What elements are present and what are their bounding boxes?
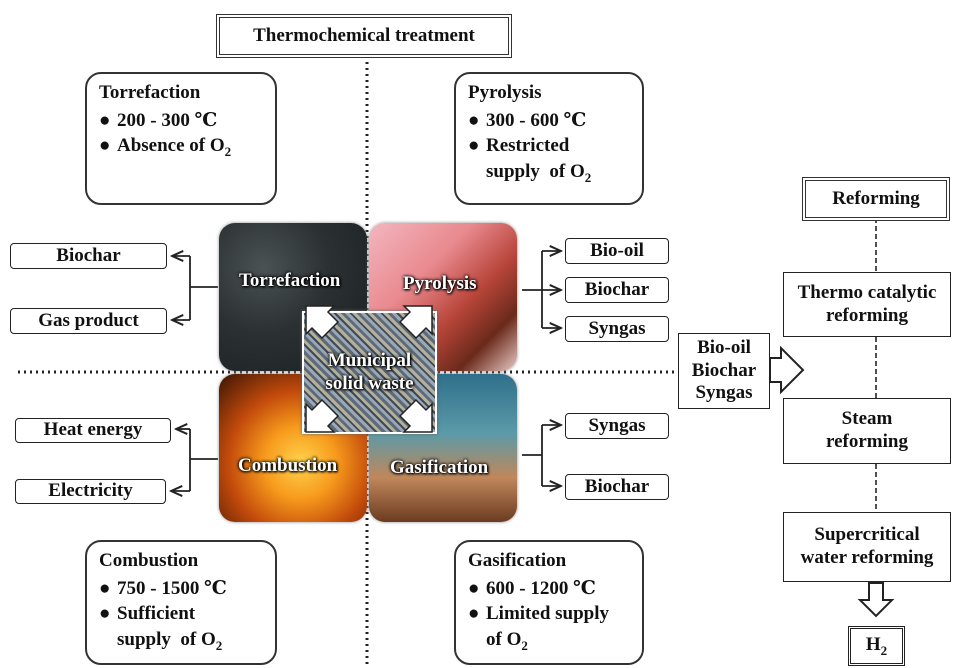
step-line2: reforming <box>826 431 908 452</box>
gasification-card: Gasification ● 600 - 1200 ℃ ● Limited supp… <box>454 540 644 665</box>
product-pyrolysis-3: Syngas <box>565 316 669 342</box>
product-combustion-2: Electricity <box>15 479 166 504</box>
pyrolysis-label: Pyrolysis <box>403 273 477 294</box>
arrow-to-gasification-icon <box>398 398 433 433</box>
arrow-to-torrefaction-icon <box>305 305 340 340</box>
arrow-to-combustion-icon <box>305 398 340 433</box>
product-gasification-1: Syngas <box>565 413 669 439</box>
temperature-range: 300 - 600 ℃ <box>486 109 587 131</box>
oxygen-condition: Limited supply <box>486 603 610 625</box>
step-line1: Steam <box>841 408 893 430</box>
product-gasification-2: Biochar <box>565 474 669 500</box>
bullet: ● <box>468 577 480 599</box>
to-reforming-arrow <box>769 345 805 395</box>
torrefaction-label: Torrefaction <box>239 270 341 291</box>
center-label-line1: Municipal <box>327 349 412 371</box>
bullet: ● <box>468 135 480 157</box>
card-title: Pyrolysis <box>468 82 542 103</box>
bullet: ● <box>99 577 111 599</box>
arrow-to-pyrolysis-icon <box>398 305 433 340</box>
gasification-label: Gasification <box>390 457 489 478</box>
card-title: Torrefaction <box>99 82 201 103</box>
temperature-range: 600 - 1200 ℃ <box>486 577 596 599</box>
combined-product-3: Syngas <box>695 382 753 404</box>
combined-products-box: Bio-oil Biochar Syngas <box>678 333 770 409</box>
temperature-range: 200 - 300 ℃ <box>117 109 218 131</box>
combustion-card: Combustion ● 750 - 1500 ℃ ● Sufficient sup… <box>85 540 277 665</box>
pyrolysis-card: Pyrolysis ● 300 - 600 ℃ ● Restricted suppl… <box>454 72 644 205</box>
card-title: Gasification <box>468 550 567 571</box>
oxygen-condition: Restricted <box>486 135 570 157</box>
torrefaction-card: Torrefaction ● 200 - 300 ℃ ● Absence of O2 <box>85 72 277 205</box>
center-label-line2: solid waste <box>325 372 414 394</box>
bullet: ● <box>99 603 111 625</box>
step-line2: water reforming <box>800 547 934 568</box>
product-torrefaction-1: Biochar <box>10 243 167 269</box>
bullet: ● <box>99 135 111 157</box>
product-pyrolysis-2: Biochar <box>565 277 669 303</box>
card-title: Combustion <box>99 550 199 571</box>
bullet: ● <box>99 109 111 131</box>
product-combustion-1: Heat energy <box>15 418 171 443</box>
reforming-step-thermo-catalytic: Thermo catalytic reforming <box>783 272 951 337</box>
oxygen-condition: Sufficient <box>117 603 196 625</box>
bullet: ● <box>468 603 480 625</box>
oxygen-condition-cont: supply of O2 <box>486 160 592 185</box>
hydrogen-output: H2 <box>848 626 905 666</box>
combustion-label: Combustion <box>238 455 338 476</box>
combined-product-1: Bio-oil <box>697 336 751 358</box>
oxygen-condition: Absence of O2 <box>117 135 232 160</box>
page-title: Thermochemical treatment <box>216 14 512 58</box>
temperature-range: 750 - 1500 ℃ <box>117 577 227 599</box>
to-h2-arrow <box>857 582 895 618</box>
reforming-title-text: Reforming <box>832 188 920 209</box>
reforming-step-steam: Steam reforming <box>783 398 951 464</box>
product-torrefaction-2: Gas product <box>10 308 167 334</box>
hydrogen-label: H2 <box>865 633 888 658</box>
step-line1: Thermo catalytic <box>797 281 937 303</box>
reforming-title: Reforming <box>802 177 950 221</box>
combined-product-2: Biochar <box>691 359 757 381</box>
page-title-text: Thermochemical treatment <box>253 25 475 46</box>
oxygen-condition-cont: of O2 <box>486 628 528 653</box>
bullet: ● <box>468 109 480 131</box>
step-line2: reforming <box>826 304 908 326</box>
oxygen-condition-cont: supply of O2 <box>117 628 223 653</box>
step-line1: Supercritical <box>814 524 920 546</box>
product-pyrolysis-1: Bio-oil <box>565 238 669 264</box>
reforming-step-supercritical: Supercritical water reforming <box>783 512 951 582</box>
